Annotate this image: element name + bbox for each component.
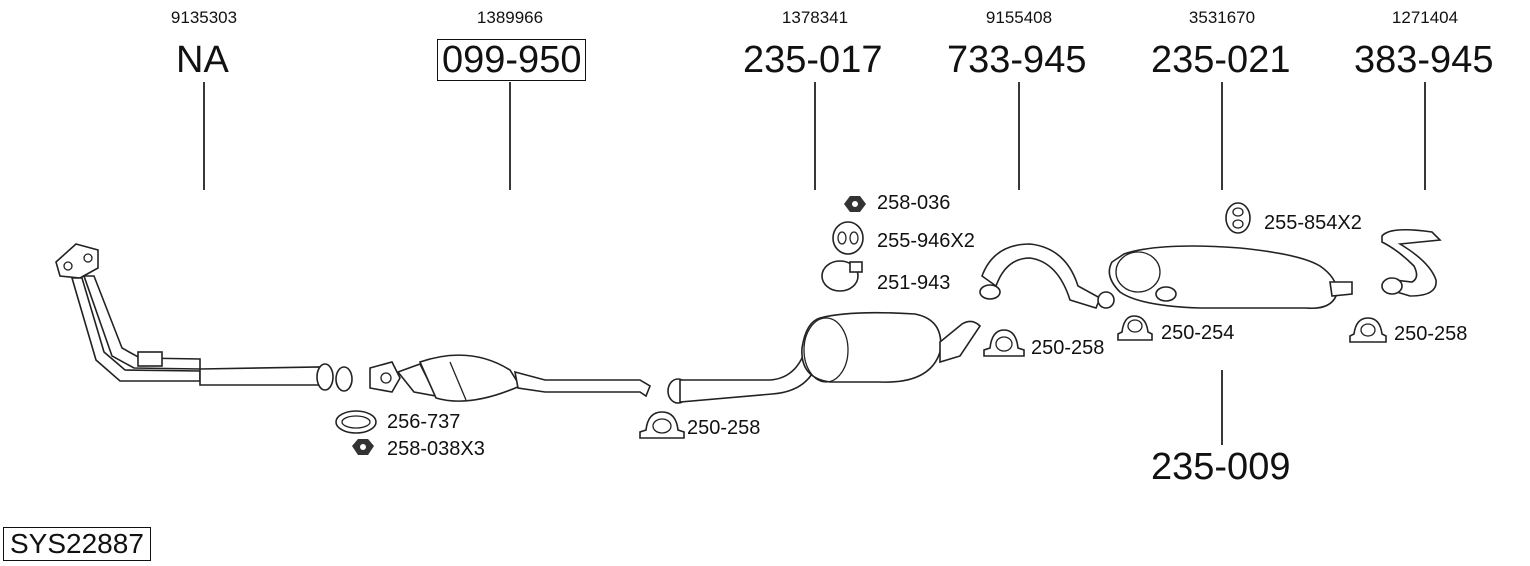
middle-silencer-part — [667, 311, 982, 404]
oe-number: 9135303 — [170, 8, 238, 27]
accessory-label[interactable]: 255-854X2 — [1264, 212, 1362, 234]
flange-gasket-icon — [335, 410, 377, 434]
oe-number: 3531670 — [1188, 8, 1256, 27]
accessory-label[interactable]: 250-258 — [1394, 323, 1468, 345]
strap-clamp-icon — [821, 260, 863, 292]
accessory-label[interactable]: 256-737 — [387, 411, 461, 433]
accessory-label[interactable]: 255-946X2 — [877, 230, 975, 252]
leader-lines — [203, 82, 1426, 445]
accessory-label[interactable]: 250-258 — [687, 417, 761, 439]
accessory-label[interactable]: 250-258 — [1031, 337, 1105, 359]
system-code: SYS22887 — [3, 527, 151, 561]
tail-pipe-part — [1381, 228, 1442, 297]
accessory-label[interactable]: 250-254 — [1161, 322, 1235, 344]
part-number-383-945[interactable]: 383-945 — [1354, 39, 1494, 81]
rubber-mount-icon — [1225, 202, 1251, 234]
part-number-099-950[interactable]: 099-950 — [437, 39, 587, 81]
accessory-label[interactable]: 258-038X3 — [387, 438, 485, 460]
hex-nut-icon — [844, 196, 866, 212]
oe-number: 1378341 — [781, 8, 849, 27]
u-clamp-icon — [639, 411, 685, 439]
oe-number: 1389966 — [476, 8, 544, 27]
oe-number: 1271404 — [1391, 8, 1459, 27]
rear-silencer-part — [1108, 245, 1353, 310]
accessory-label[interactable]: 251-943 — [877, 272, 951, 294]
u-clamp-icon — [983, 329, 1025, 357]
front-pipe-part — [55, 243, 353, 392]
intermediate-pipe-part — [979, 243, 1115, 309]
part-number-733-945[interactable]: 733-945 — [947, 39, 1087, 81]
accessory-label[interactable]: 258-036 — [877, 192, 951, 214]
rubber-mount-icon — [832, 221, 864, 255]
oe-number: 9155408 — [985, 8, 1053, 27]
part-number-235-017[interactable]: 235-017 — [743, 39, 883, 81]
hex-nut-icon — [352, 439, 374, 455]
part-number-235-009[interactable]: 235-009 — [1151, 446, 1291, 488]
u-clamp-icon — [1349, 317, 1387, 343]
part-number-na[interactable]: NA — [176, 39, 229, 81]
catalytic-converter-part — [369, 354, 651, 402]
u-clamp-icon — [1117, 315, 1153, 341]
part-number-235-021[interactable]: 235-021 — [1151, 39, 1291, 81]
